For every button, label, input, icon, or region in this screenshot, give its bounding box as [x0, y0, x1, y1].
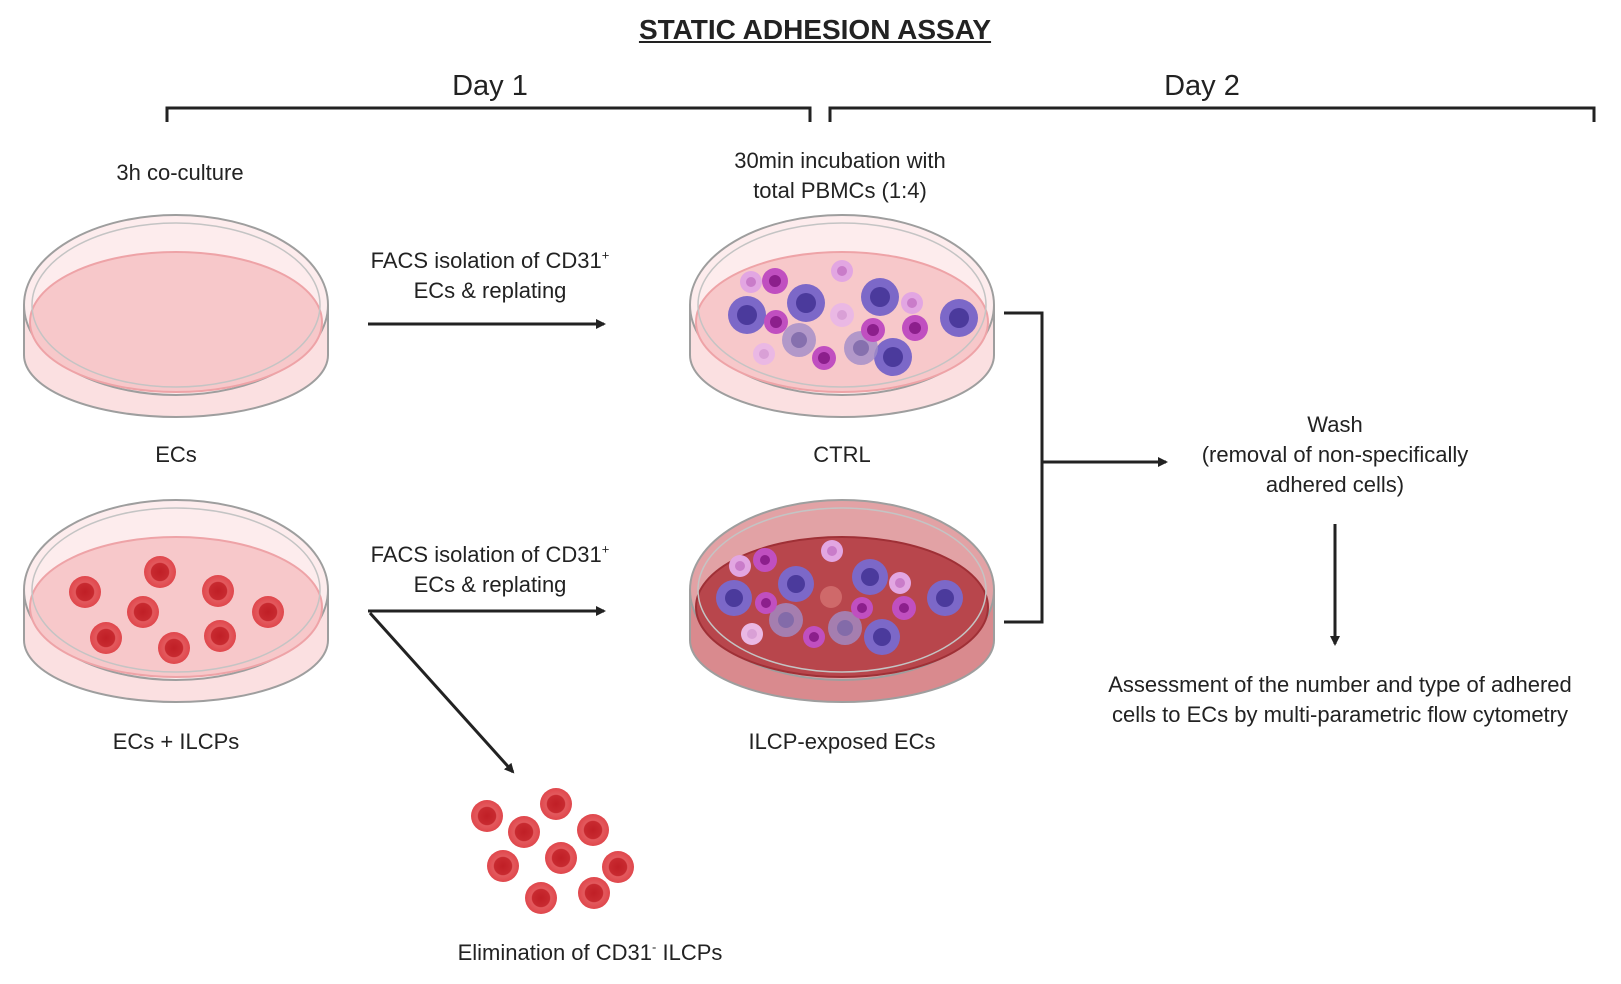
ctrl-label: CTRL [813, 442, 871, 467]
petri-dish-ecs-ilcps [23, 499, 329, 703]
day1-bracket [165, 106, 812, 122]
ecs-ilcps-label: ECs + ILCPs [112, 729, 240, 754]
wash-label: Wash (removal of non-specifically adhere… [1201, 412, 1469, 497]
elimination-label: Elimination of CD31- ILCPs [457, 939, 723, 965]
facs-top-label: FACS isolation of CD31+ ECs & replating [370, 247, 610, 303]
coculture-label: 3h co-culture [116, 160, 244, 185]
day2-bracket [828, 106, 1596, 122]
facs-bottom-label: FACS isolation of CD31+ ECs & replating [370, 541, 610, 597]
day1-label: Day 1 [452, 70, 528, 102]
eliminated-ilcp-cells [471, 788, 634, 914]
day2-label: Day 2 [1164, 70, 1240, 102]
ecs-label: ECs [155, 442, 197, 467]
page-title: STATIC ADHESION ASSAY [638, 14, 992, 45]
arrow-elimination [368, 611, 515, 774]
ilcp-exposed-label: ILCP-exposed ECs [748, 729, 936, 754]
petri-dish-ilcp-exposed [689, 499, 995, 703]
assessment-label: Assessment of the number and type of adh… [1108, 672, 1572, 727]
pbmc-cells-exposed [716, 540, 963, 655]
merge-bracket [1004, 311, 1044, 624]
petri-dish-ecs [23, 214, 329, 418]
ilcp-cells-in-dish [69, 556, 284, 664]
pbmc-cells-ctrl [728, 260, 978, 376]
incubation-label: 30min incubation with total PBMCs (1:4) [734, 148, 946, 203]
petri-dish-ctrl [689, 214, 995, 418]
